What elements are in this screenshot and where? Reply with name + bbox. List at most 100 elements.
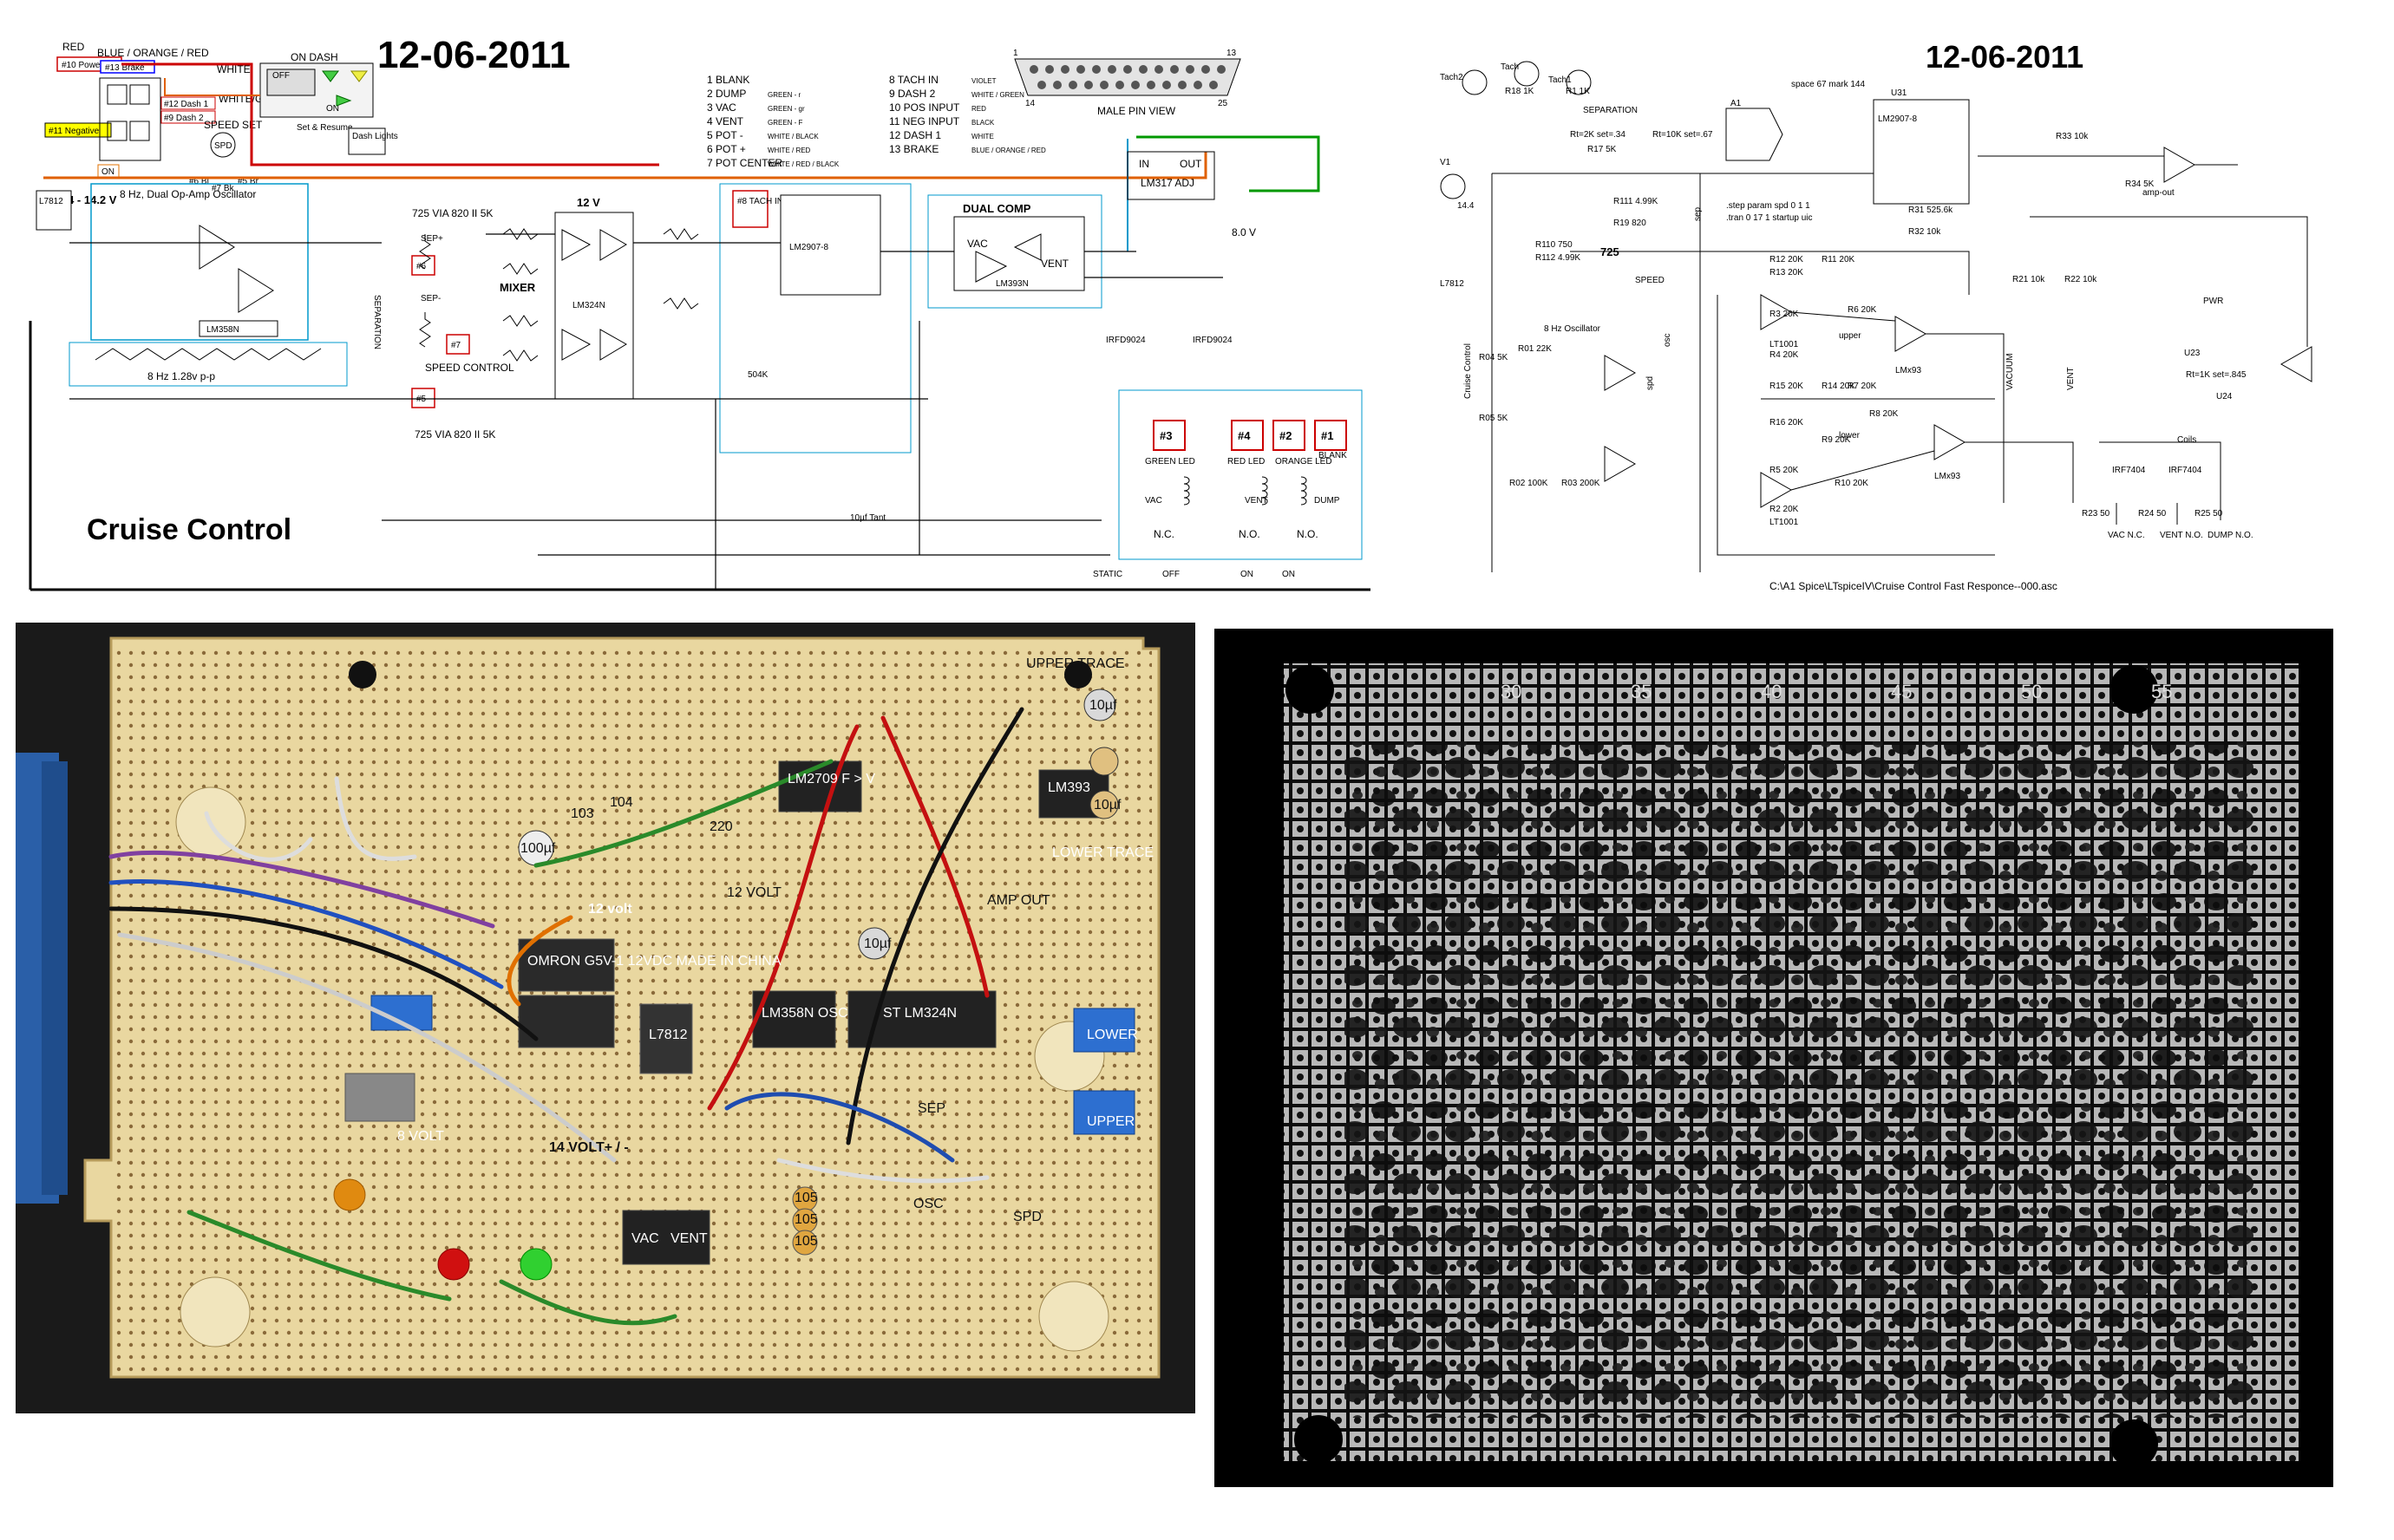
- photo-label-lm358n: LM358N OSC: [762, 1006, 848, 1021]
- connector-pin-1-label: 1: [1013, 49, 1018, 58]
- resistor-label: R2 20K: [1769, 505, 1799, 514]
- lm324-label: LM324N: [572, 301, 605, 310]
- resistor-label: R11 20K: [1822, 255, 1855, 264]
- photo-label-12volt-red: 12 VOLT: [727, 885, 782, 900]
- pin-list-item: 11 NEG INPUT: [889, 115, 960, 127]
- photo-label-vac: VAC: [631, 1231, 659, 1246]
- pin-list-item: 5 POT -: [707, 129, 743, 141]
- pin-list-item-color: VIOLET: [971, 77, 997, 85]
- pin-list-item-color: BLUE / ORANGE / RED: [971, 147, 1046, 154]
- static-off-label: OFF: [1162, 570, 1180, 579]
- u23-label: U23: [2184, 349, 2201, 358]
- resistor-label: R8 20K: [1869, 409, 1899, 419]
- connector-pin: [1139, 65, 1148, 74]
- lmx93-label-u21: LMx93: [1895, 366, 1921, 375]
- vent-relay-label: VENT: [1245, 496, 1268, 506]
- ruler-label-50: 50: [2021, 681, 2042, 702]
- photo-label-lm393: LM393: [1048, 780, 1090, 795]
- pin-list-item-color: WHITE / RED / BLACK: [768, 160, 840, 168]
- lmx93-label-u22: LMx93: [1934, 472, 1960, 481]
- pin-list-item-color: WHITE / BLACK: [768, 133, 819, 140]
- tach2-label: Tach2: [1440, 73, 1463, 82]
- resistor-label: R22 10k: [2064, 275, 2097, 284]
- v1-value-label: 14.4: [1457, 201, 1475, 211]
- photo-label-103: 103: [571, 806, 594, 821]
- relay-boxes: #3 #4 #2 #1: [1153, 420, 1347, 451]
- photo-label-105-c: 105: [795, 1234, 818, 1249]
- connector-pin: [1092, 65, 1101, 74]
- dash1-terminal-label: #12 Dash 1: [164, 100, 209, 109]
- resistor-label: R3 20K: [1769, 310, 1799, 319]
- tach1-label: Tach1: [1548, 75, 1572, 85]
- photo-label-105-a: 105: [795, 1191, 818, 1205]
- photo-label-lm324n: ST LM324N: [883, 1006, 957, 1021]
- pin-list-item-color: GREEN - r: [768, 91, 801, 99]
- space-mark-label: space 67 mark 144: [1791, 80, 1865, 89]
- irf7404-label-m1: IRF7404: [2168, 466, 2202, 475]
- coils-label: Coils: [2177, 435, 2196, 445]
- l7812-right-label: L7812: [1440, 279, 1464, 289]
- connector-pin: [1201, 65, 1210, 74]
- ruler-label-40: 40: [1761, 681, 1782, 702]
- resistor-label: R25 50: [2194, 509, 2223, 519]
- photo-label-10uf-c: 10µf: [864, 936, 892, 951]
- file-path-label: C:\A1 Spice\LTspiceIV\Cruise Control Fas…: [1769, 580, 2057, 592]
- photo-label-relay: OMRON G5V-1 12VDC MADE IN CHINA: [527, 954, 782, 969]
- photo-label-sep: SEP: [918, 1101, 945, 1116]
- photo-label-14volt: 14 VOLT+ / -: [549, 1140, 629, 1155]
- relay-label-1: #1: [1321, 429, 1333, 442]
- connector-pin-25-label: 25: [1218, 99, 1228, 108]
- photo-label-220: 220: [710, 819, 733, 834]
- connector-pin-14-label: 14: [1025, 99, 1036, 108]
- wire-label-red: RED: [62, 41, 85, 53]
- connector-pin: [1170, 65, 1179, 74]
- static-on-1-label: ON: [1240, 570, 1253, 579]
- pin-list-item-color: WHITE: [971, 133, 994, 140]
- a1-label: A1: [1730, 99, 1742, 108]
- cruise-control-right-label: Cruise Control: [1463, 343, 1473, 399]
- connector-view-label: MALE PIN VIEW: [1097, 105, 1176, 117]
- resistor-label: R05 5K: [1479, 414, 1508, 423]
- pin-list-item: 8 TACH IN: [889, 74, 939, 86]
- pcb-back-photo: 30 35 40 45 50 55: [1214, 629, 2333, 1487]
- separation-label: SEPARATION: [372, 295, 382, 349]
- resistor-label: R1 1K: [1566, 87, 1590, 96]
- connector-pin: [1100, 81, 1109, 89]
- resistor-label: R6 20K: [1848, 305, 1877, 315]
- sep-plus-label: SEP+: [421, 234, 443, 244]
- connector-pin: [1076, 65, 1085, 74]
- connector-pin: [1084, 81, 1093, 89]
- relay-label-3: #3: [1160, 429, 1172, 442]
- connector-pin: [1053, 81, 1062, 89]
- photo-label-105-b: 105: [795, 1212, 818, 1227]
- pin-list-item-color: WHITE / GREEN: [971, 91, 1024, 99]
- pin-list-item: 6 POT +: [707, 143, 746, 155]
- resistor-label: R5 20K: [1769, 466, 1799, 475]
- resistor-label: R17 5K: [1587, 145, 1617, 154]
- negative-terminal-label: #11 Negative: [49, 127, 100, 136]
- vac-nc-right-label: VAC N.C.: [2108, 531, 2145, 540]
- lm393-label: LM393N: [996, 279, 1029, 289]
- connector-pins: [1030, 65, 1226, 89]
- relay-label-2: #2: [1279, 429, 1292, 442]
- mixer-label: MIXER: [500, 281, 536, 294]
- vac-relay-label: VAC: [1145, 496, 1162, 506]
- separation-label-right: SEPARATION: [1583, 106, 1638, 115]
- photo-label-upper-trace: UPPER TRACE: [1026, 656, 1125, 671]
- dual-comp-label: DUAL COMP: [963, 202, 1031, 215]
- photo-label-104: 104: [610, 795, 633, 810]
- lt1001-label-u1: LT1001: [1769, 518, 1799, 527]
- left-schematic-date: 12-06-2011: [377, 35, 571, 76]
- resistor-label: R32 10k: [1908, 227, 1941, 237]
- twelve-volt-label: 12 V: [577, 196, 600, 209]
- photo-label-lm2709: LM2709 F > V: [788, 772, 875, 786]
- photo-label-100uf: 100µf: [520, 841, 556, 856]
- power-terminal-label: #10 Power: [62, 61, 103, 70]
- terminal-box-7: #7: [451, 341, 461, 350]
- tant-cap-label: 10µf Tant: [850, 513, 886, 523]
- static-on-2-label: ON: [1282, 570, 1295, 579]
- pin-list-item: 4 VENT: [707, 115, 744, 127]
- rt-label-2: Rt=10K set=.67: [1652, 130, 1713, 140]
- connector-pin: [1045, 65, 1054, 74]
